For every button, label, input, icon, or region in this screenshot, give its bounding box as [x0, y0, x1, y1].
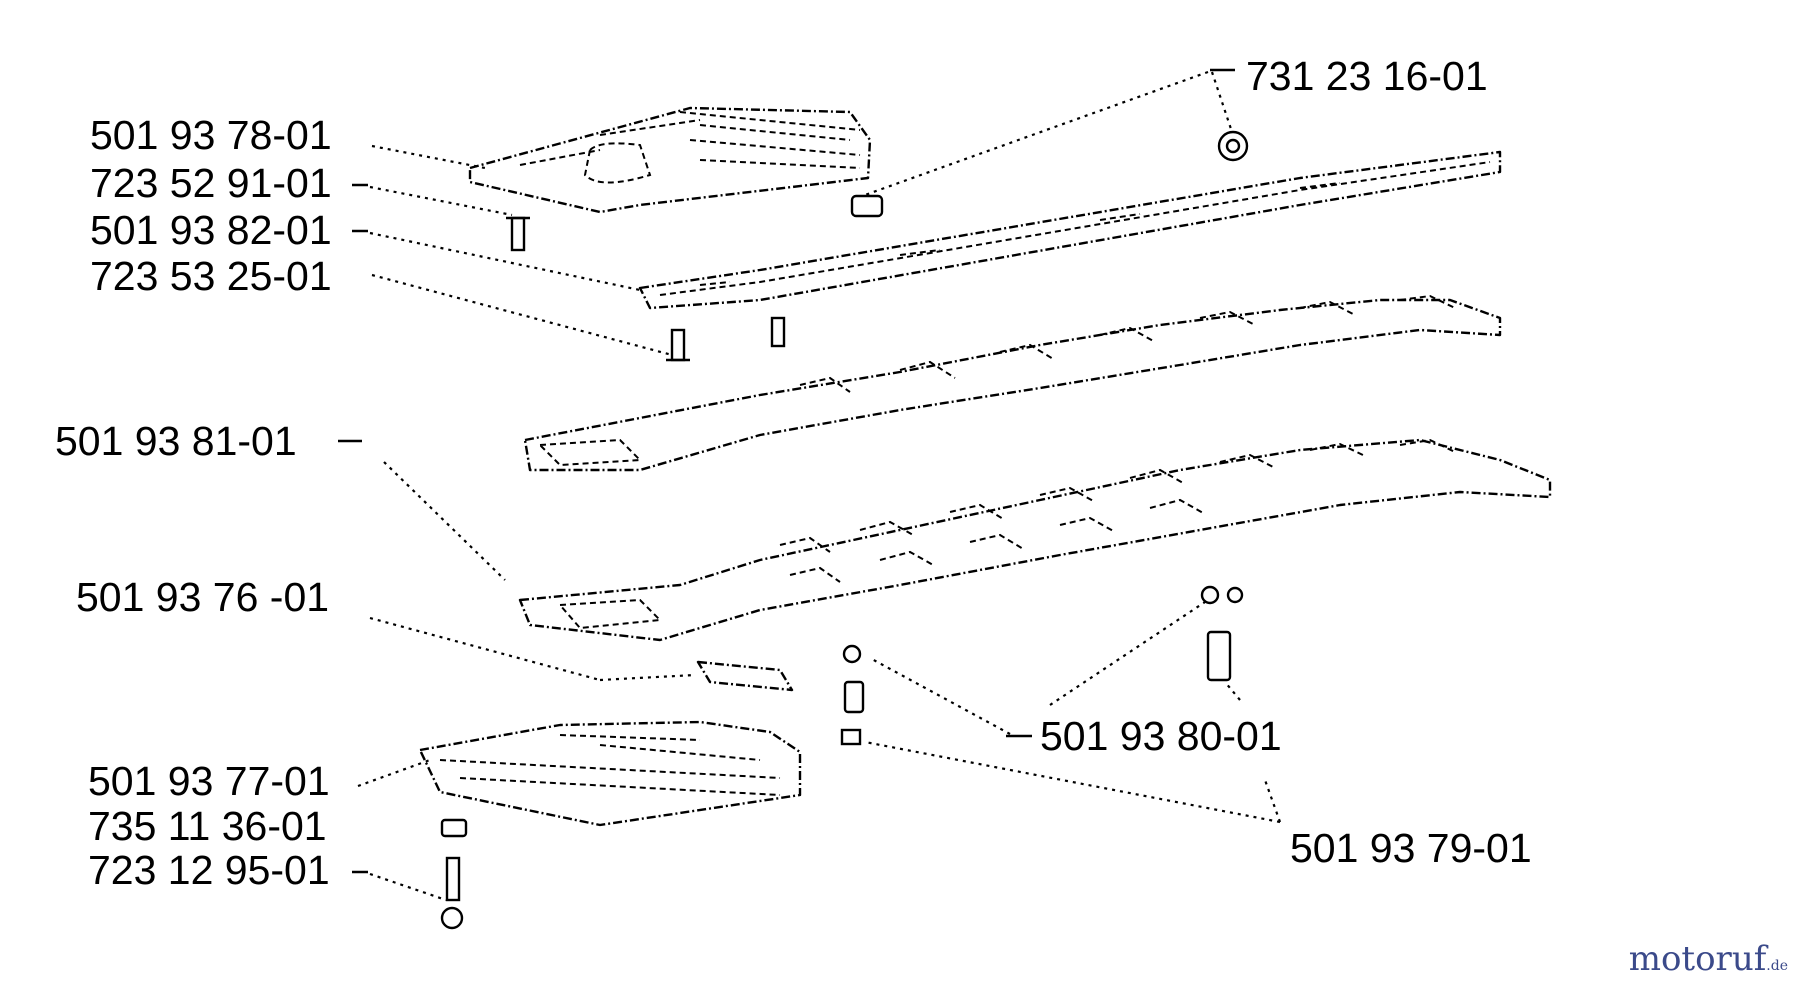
- screw-723-12-95: [440, 856, 464, 930]
- pin-upper: [770, 316, 786, 348]
- label-731-23-16: 731 23 16-01: [1246, 53, 1488, 99]
- leader-lines: [338, 68, 1282, 902]
- watermark-domain: .de: [1766, 958, 1788, 974]
- top-cover-plate: [468, 106, 872, 214]
- watermark-logo: motoruf.de: [1629, 939, 1788, 979]
- small-plate: [696, 660, 794, 692]
- top-nut: [1217, 130, 1249, 162]
- label-735-11-36: 735 11 36-01: [88, 803, 327, 849]
- watermark-brand: motoruf: [1628, 939, 1767, 979]
- label-723-53-25: 723 53 25-01: [90, 253, 332, 299]
- upper-blade: [523, 294, 1502, 472]
- bottom-plate: [418, 720, 802, 827]
- label-501-93-77: 501 93 77-01: [88, 758, 330, 804]
- spacer-right: [1200, 585, 1244, 682]
- label-501-93-81: 501 93 81-01: [55, 418, 297, 464]
- lower-blade: [518, 438, 1552, 642]
- screw-723-53-25: [666, 328, 690, 362]
- label-723-52-91: 723 52 91-01: [90, 160, 332, 206]
- label-501-93-80: 501 93 80-01: [1040, 713, 1282, 759]
- label-501-93-78: 501 93 78-01: [90, 112, 332, 158]
- label-501-93-82: 501 93 82-01: [90, 207, 332, 253]
- spacer-left: [840, 644, 865, 746]
- top-guide-bar: [638, 150, 1502, 310]
- screw-723-52-91: [506, 216, 530, 252]
- label-501-93-79: 501 93 79-01: [1290, 825, 1532, 871]
- label-501-93-76: 501 93 76 -01: [76, 574, 329, 620]
- label-723-12-95: 723 12 95-01: [88, 847, 330, 893]
- top-clip: [850, 194, 884, 218]
- nut-735-11-36: [440, 818, 468, 838]
